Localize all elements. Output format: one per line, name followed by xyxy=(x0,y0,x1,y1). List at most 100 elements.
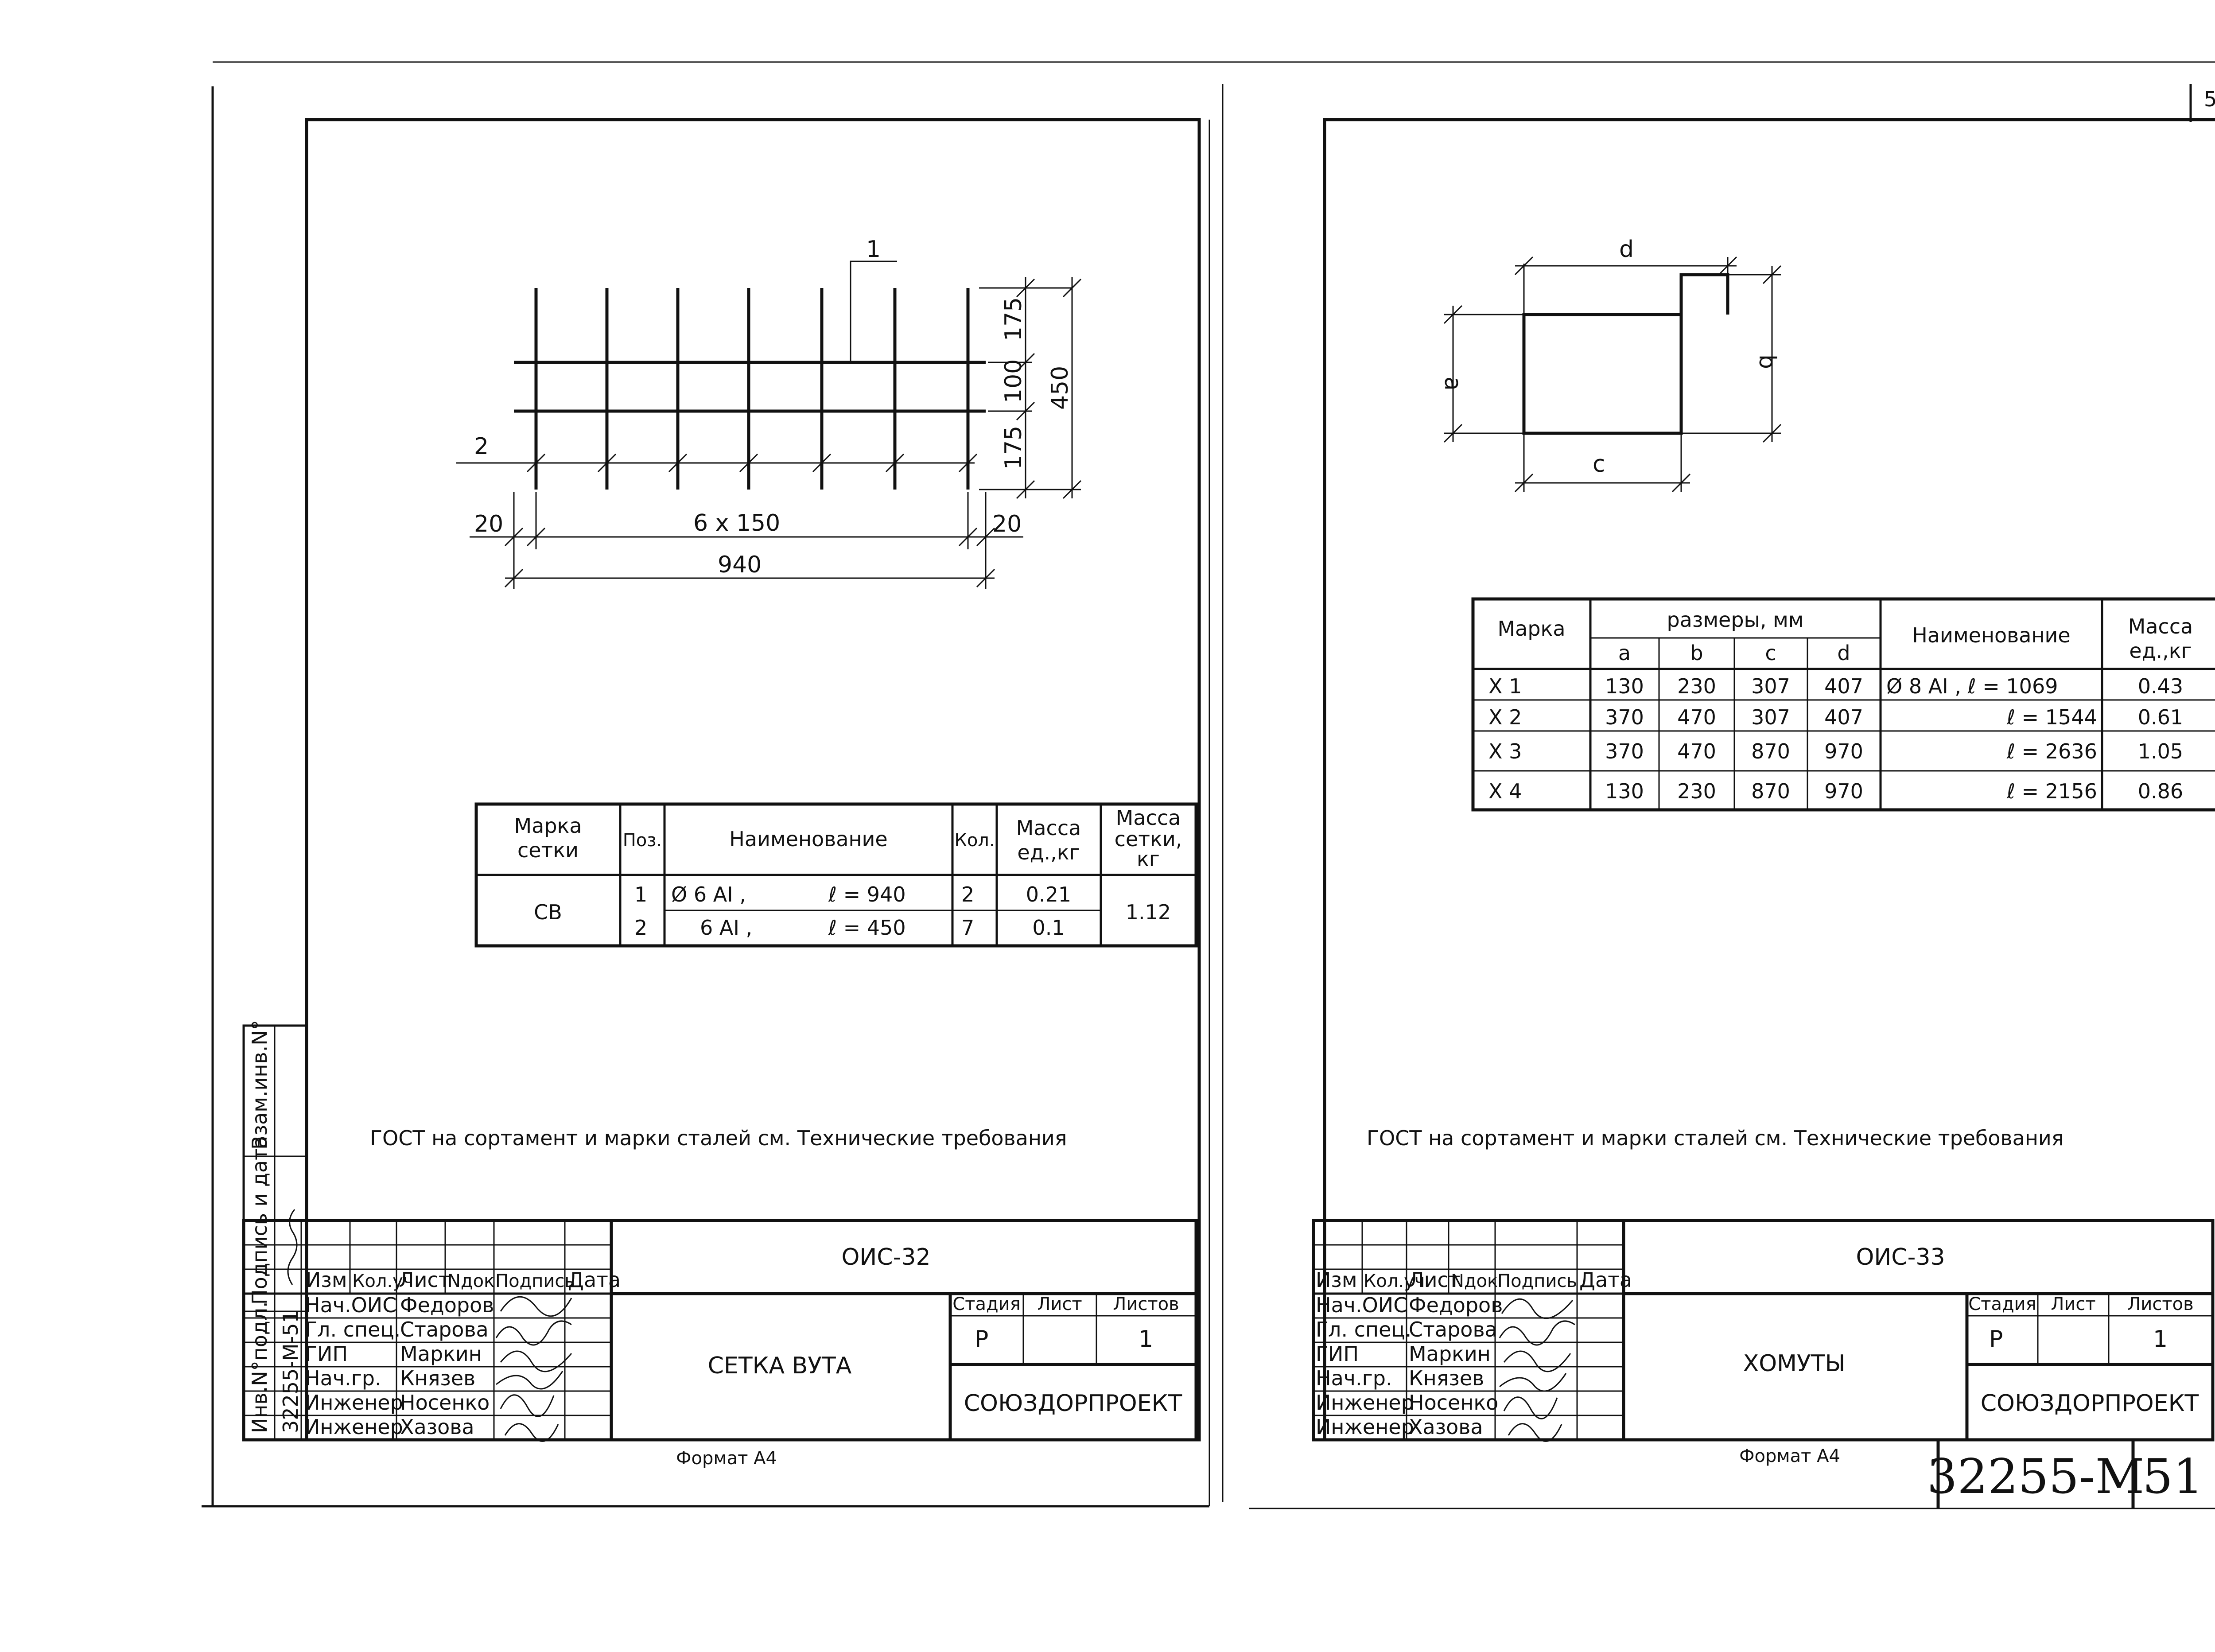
t2-r4-mass: 0.86 xyxy=(2138,779,2183,803)
t2-r4-b: 230 xyxy=(1677,779,1716,803)
dim-total: 940 xyxy=(718,552,762,578)
staff-name-5: Носенко xyxy=(400,1391,490,1415)
t2-r3-c: 870 xyxy=(1751,739,1790,763)
hdr-mass-unit-2: ед.,кг xyxy=(1017,840,1080,864)
hdr-pos: Поз. xyxy=(623,830,662,851)
t2-r1-mass: 0.43 xyxy=(2138,674,2183,698)
r-staff-name-4: Князев xyxy=(1409,1366,1484,1390)
t2-r4-d: 970 xyxy=(1824,779,1863,803)
t2-r1-b: 230 xyxy=(1677,674,1716,698)
t2-r2-c: 307 xyxy=(1751,705,1790,729)
r-staff-name-3: Маркин xyxy=(1409,1342,1491,1366)
t2-hdr-name: Наименование xyxy=(1912,623,2070,647)
t2-hdr-mass: Масса xyxy=(2128,614,2193,638)
r-sheets-label: Листов xyxy=(2127,1294,2193,1314)
r-staff-role-5: Инженер xyxy=(1316,1391,1414,1415)
staff-role-5: Инженер xyxy=(305,1391,403,1415)
staff-role-2: Гл. спец. xyxy=(305,1318,400,1341)
t2-r3-a: 370 xyxy=(1605,739,1644,763)
row1-qty: 2 xyxy=(961,882,974,906)
t2-r1-d: 407 xyxy=(1824,674,1863,698)
r-sheets-value: 1 xyxy=(2153,1326,2168,1353)
r-staff-role-3: ГИП xyxy=(1316,1342,1359,1366)
signatures xyxy=(495,1296,572,1442)
r-col-koluch: Кол.уч xyxy=(1364,1271,1425,1291)
r-format-label: Формат А4 xyxy=(1739,1446,1840,1466)
pos-2-label: 2 xyxy=(474,433,489,460)
dim-175-top: 175 xyxy=(1000,297,1027,341)
row1-mass: 0.21 xyxy=(1026,882,1071,906)
format-label: Формат А4 xyxy=(676,1448,777,1469)
gost-note: ГОСТ на сортамент и марки сталей см. Тех… xyxy=(370,1126,1067,1150)
dim-100: 100 xyxy=(1000,359,1027,403)
dim-spacing: 6 x 150 xyxy=(693,510,780,536)
page-number: 51 xyxy=(2204,87,2215,111)
r-col-list: Лист xyxy=(1409,1268,1461,1292)
dim-a: a xyxy=(1439,377,1466,391)
stage-label: Стадия xyxy=(952,1294,1020,1314)
side-vzam: Взам.инв.N° xyxy=(248,1020,272,1150)
right-frame xyxy=(1323,118,2215,1440)
title-block-right: Изм Кол.уч Лист Nдок Подпись Дата Нач.ОИ… xyxy=(1312,1219,2215,1442)
album-stamp: 32255-М 51 xyxy=(1927,1440,2203,1508)
r-org-name: СОЮЗДОРПРОЕКТ xyxy=(1981,1390,2199,1417)
r-col-izm: Изм xyxy=(1316,1268,1357,1292)
t2-hdr-mark: Марка xyxy=(1497,617,1565,641)
col-ndok: Nдок xyxy=(447,1271,494,1291)
leader-pos-1 xyxy=(850,260,897,362)
t2-r3-name: ℓ = 2636 xyxy=(2006,739,2097,763)
col-podpis: Подпись xyxy=(495,1271,575,1291)
t2-r3-b: 470 xyxy=(1677,739,1716,763)
r-stage-label: Стадия xyxy=(1968,1294,2036,1314)
r-staff-name-1: Федоров xyxy=(1409,1293,1503,1317)
title-block-left: Изм Кол.уч Лист Nдок Подпись Дата Нач.ОИ… xyxy=(242,1219,1198,1442)
album-page: 51 xyxy=(2142,1449,2203,1504)
r-col-ndok: Nдок xyxy=(1451,1271,1498,1291)
org-name: СОЮЗДОРПРОЕКТ xyxy=(964,1390,1182,1417)
mesh-spec-table: Марка сетки Поз. Наименование Кол. Масса… xyxy=(474,802,1198,948)
r-staff-name-2: Старова xyxy=(1409,1318,1497,1341)
pos-1-label: 1 xyxy=(866,236,881,263)
staff-role-4: Нач.гр. xyxy=(305,1366,381,1390)
staff-name-6: Хазова xyxy=(400,1415,474,1439)
t2-r2-d: 407 xyxy=(1824,705,1863,729)
sheet-title: СЕТКА ВУТА xyxy=(708,1353,852,1379)
hdr-mark: Марка xyxy=(514,814,582,838)
t2-r3-mass: 1.05 xyxy=(2138,739,2183,763)
gost-note-right: ГОСТ на сортамент и марки сталей см. Тех… xyxy=(1367,1126,2063,1150)
hdr-mark-2: сетки xyxy=(517,838,579,862)
t2-r1-mark: Х 1 xyxy=(1488,674,1522,698)
mesh-drawing: 1 2 20 6 x 150 xyxy=(456,236,1082,589)
row1-pos: 1 xyxy=(634,882,647,906)
pos-2-ticks xyxy=(526,453,978,473)
sheets-label: Листов xyxy=(1113,1294,1179,1314)
left-sheet: 1 2 20 6 x 150 xyxy=(202,84,1224,1508)
dim-450: 450 xyxy=(1047,366,1073,410)
r-col-podpis: Подпись xyxy=(1497,1271,1577,1291)
col-izm: Изм xyxy=(306,1268,347,1292)
t2-r4-a: 130 xyxy=(1605,779,1644,803)
hdr-qty: Кол. xyxy=(954,830,995,851)
r-staff-role-4: Нач.гр. xyxy=(1316,1366,1392,1390)
t2-r2-name: ℓ = 1544 xyxy=(2006,705,2097,729)
row2-name-a: 6 AI , xyxy=(700,916,752,940)
col-koluch: Кол.уч xyxy=(352,1271,413,1291)
t2-r4-mark: Х 4 xyxy=(1488,779,1522,803)
t2-r3-mark: Х 3 xyxy=(1488,739,1522,763)
t2-r4-c: 870 xyxy=(1751,779,1790,803)
dim-20-left: 20 xyxy=(474,511,503,537)
total-mass: 1.12 xyxy=(1126,900,1171,924)
r-staff-role-6: Инженер xyxy=(1316,1415,1414,1439)
right-sheet: d c a b xyxy=(1249,118,2215,1509)
staff-name-1: Федоров xyxy=(400,1293,494,1317)
staff-name-3: Маркин xyxy=(400,1342,482,1366)
t2-r4-name: ℓ = 2156 xyxy=(2006,779,2097,803)
t2-hdr-d: d xyxy=(1837,641,1850,665)
dim-c: c xyxy=(1593,451,1605,478)
row1-name-a: Ø 6 AI , xyxy=(671,882,746,906)
t2-r2-a: 370 xyxy=(1605,705,1644,729)
dim-b: b xyxy=(1754,354,1780,369)
t2-r3-d: 970 xyxy=(1824,739,1863,763)
hdr-name: Наименование xyxy=(729,827,887,851)
